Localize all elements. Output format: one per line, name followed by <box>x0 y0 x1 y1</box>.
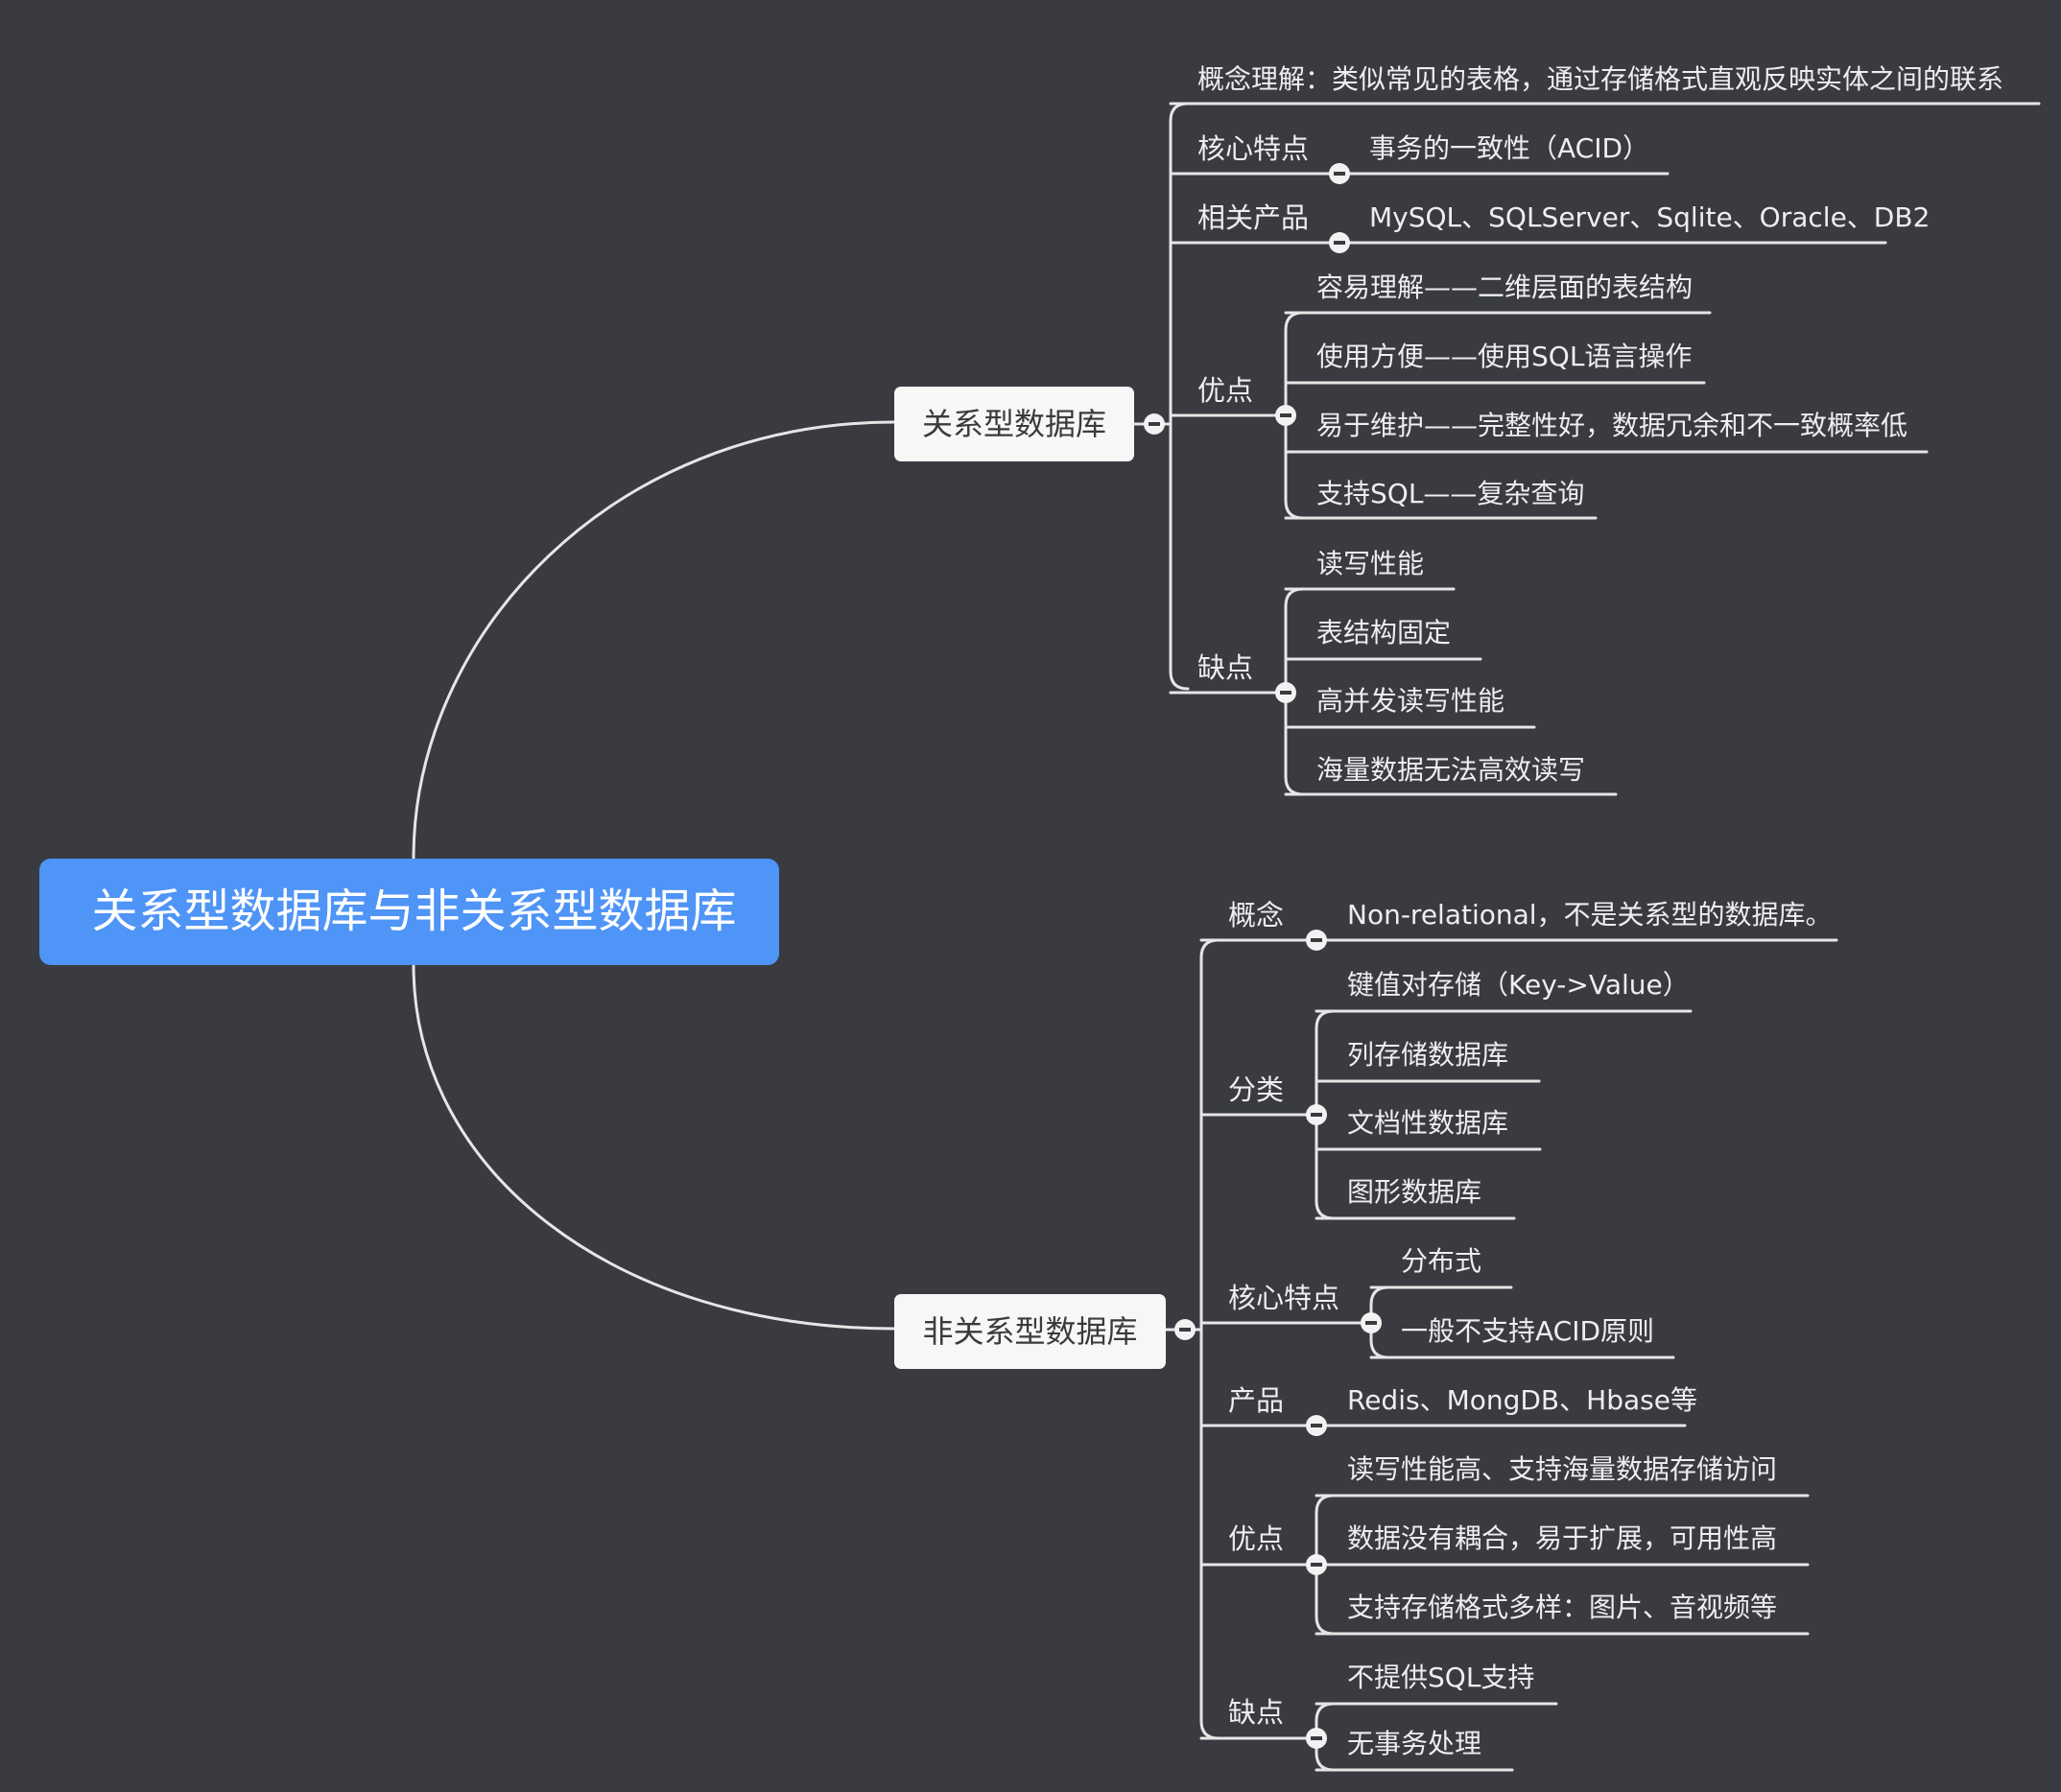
nonrel-pros-item[interactable]: 数据没有耦合，易于扩展，可用性高 <box>1347 1522 1778 1554</box>
nonrel-categories-label[interactable]: 分类 <box>1228 1073 1285 1106</box>
nonrel-core-label[interactable]: 核心特点 <box>1228 1282 1340 1314</box>
collapse-toggle-nonrel-cons[interactable] <box>1306 1728 1327 1749</box>
underline-nonrel-core-items <box>1369 1285 1675 1359</box>
rel-core-label[interactable]: 核心特点 <box>1197 132 1310 165</box>
root-topic[interactable]: 关系型数据库与非关系型数据库 <box>39 859 779 965</box>
nonrel-products-label[interactable]: 产品 <box>1228 1384 1285 1417</box>
connector-nonrel-spine <box>1199 938 1220 1740</box>
nonrel-cons-label[interactable]: 缺点 <box>1228 1696 1285 1729</box>
underline-nonrel-cat-items <box>1315 1009 1693 1220</box>
rel-pros-item[interactable]: 支持SQL——复杂查询 <box>1316 478 1585 509</box>
collapse-toggle-rel-products[interactable] <box>1329 232 1350 253</box>
rel-cons-label[interactable]: 缺点 <box>1197 651 1254 684</box>
collapse-toggle-nonrel-core[interactable] <box>1361 1312 1382 1333</box>
collapse-toggle-rel-core[interactable] <box>1329 163 1350 184</box>
rel-cons-item[interactable]: 表结构固定 <box>1316 617 1452 648</box>
underline-nonrel-cons-items <box>1315 1702 1558 1772</box>
nonrel-core-item[interactable]: 一般不支持ACID原则 <box>1401 1315 1655 1347</box>
nonrel-core-item[interactable]: 分布式 <box>1401 1245 1482 1277</box>
collapse-toggle-rel-cons[interactable] <box>1275 682 1296 703</box>
nonrel-concept-label[interactable]: 概念 <box>1228 899 1285 931</box>
nonrel-concept-item[interactable]: Non-relational，不是关系型的数据库。 <box>1347 899 1833 931</box>
nonrel-cons-item[interactable]: 不提供SQL支持 <box>1347 1662 1535 1693</box>
collapse-toggle-rel-pros[interactable] <box>1275 405 1296 426</box>
rel-concept[interactable]: 概念理解：类似常见的表格，通过存储格式直观反映实体之间的联系 <box>1197 63 2004 95</box>
connector-root-relational <box>412 420 896 861</box>
rel-pros-item[interactable]: 使用方便——使用SQL语言操作 <box>1316 341 1693 372</box>
collapse-toggle-nonrel-categories[interactable] <box>1306 1104 1327 1125</box>
nonrel-category-item[interactable]: 列存储数据库 <box>1347 1039 1509 1071</box>
nonrel-cons-item[interactable]: 无事务处理 <box>1347 1728 1482 1759</box>
nonrel-products-item[interactable]: Redis、MongDB、Hbase等 <box>1347 1384 1697 1416</box>
collapse-toggle-nonrel-products[interactable] <box>1306 1415 1327 1436</box>
nonrel-category-item[interactable]: 键值对存储（Key->Value） <box>1347 969 1690 1001</box>
rel-products-label[interactable]: 相关产品 <box>1197 201 1310 234</box>
rel-pros-item[interactable]: 容易理解——二维层面的表结构 <box>1316 271 1694 303</box>
underline-rel-pros-items <box>1284 311 1929 520</box>
underline-nonrel-pros-items <box>1315 1494 1810 1636</box>
connector-rel-spine <box>1169 102 1190 691</box>
collapse-toggle-nonrel-pros[interactable] <box>1306 1554 1327 1575</box>
branch-nonrelational[interactable]: 非关系型数据库 <box>894 1294 1166 1369</box>
nonrel-pros-item[interactable]: 读写性能高、支持海量数据存储访问 <box>1347 1453 1778 1485</box>
nonrel-pros-item[interactable]: 支持存储格式多样：图片、音视频等 <box>1347 1592 1778 1623</box>
rel-pros-label[interactable]: 优点 <box>1197 374 1254 407</box>
rel-core-item[interactable]: 事务的一致性（ACID） <box>1369 132 1650 164</box>
rel-cons-item[interactable]: 海量数据无法高效读写 <box>1316 754 1586 786</box>
nonrel-pros-label[interactable]: 优点 <box>1228 1522 1285 1555</box>
collapse-toggle-nonrel-concept[interactable] <box>1306 930 1327 951</box>
rel-products-item[interactable]: MySQL、SQLServer、Sqlite、Oracle、DB2 <box>1369 201 1931 233</box>
rel-cons-item[interactable]: 读写性能 <box>1316 548 1425 579</box>
rel-cons-item[interactable]: 高并发读写性能 <box>1316 685 1505 717</box>
collapse-toggle-nonrelational[interactable] <box>1174 1319 1196 1340</box>
nonrel-category-item[interactable]: 图形数据库 <box>1347 1176 1482 1208</box>
connector-root-nonrelational <box>412 963 896 1331</box>
rel-pros-item[interactable]: 易于维护——完整性好，数据冗余和不一致概率低 <box>1316 410 1908 441</box>
collapse-toggle-relational[interactable] <box>1144 413 1165 435</box>
underline-rel-cons-items <box>1284 587 1618 796</box>
nonrel-category-item[interactable]: 文档性数据库 <box>1347 1107 1509 1139</box>
branch-relational[interactable]: 关系型数据库 <box>894 387 1134 461</box>
